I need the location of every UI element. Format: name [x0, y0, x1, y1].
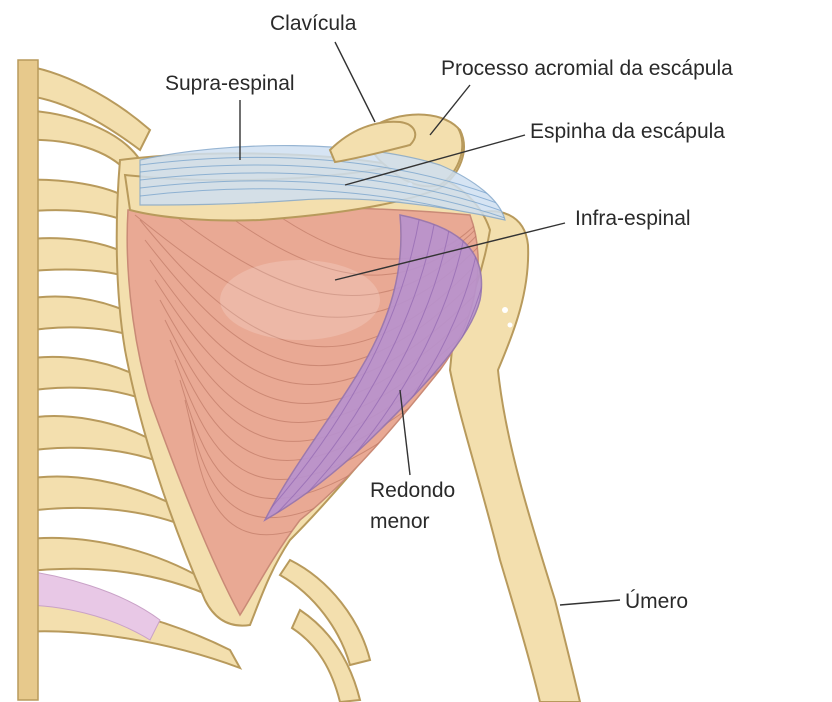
label-processo-acromial: Processo acromial da escápula [441, 57, 733, 80]
label-umero: Úmero [625, 590, 688, 613]
vertebral-column [18, 60, 38, 700]
leader-clavicula [335, 42, 375, 122]
label-espinha-escapula: Espinha da escápula [530, 120, 725, 143]
label-redondo-menor-line1: Redondo [370, 479, 455, 502]
label-infra-espinal: Infra-espinal [575, 207, 691, 230]
label-clavicula: Clavícula [270, 12, 357, 35]
leader-umero [560, 600, 620, 605]
label-supra-espinal: Supra-espinal [165, 72, 295, 95]
label-redondo-menor-line2: menor [370, 510, 430, 533]
